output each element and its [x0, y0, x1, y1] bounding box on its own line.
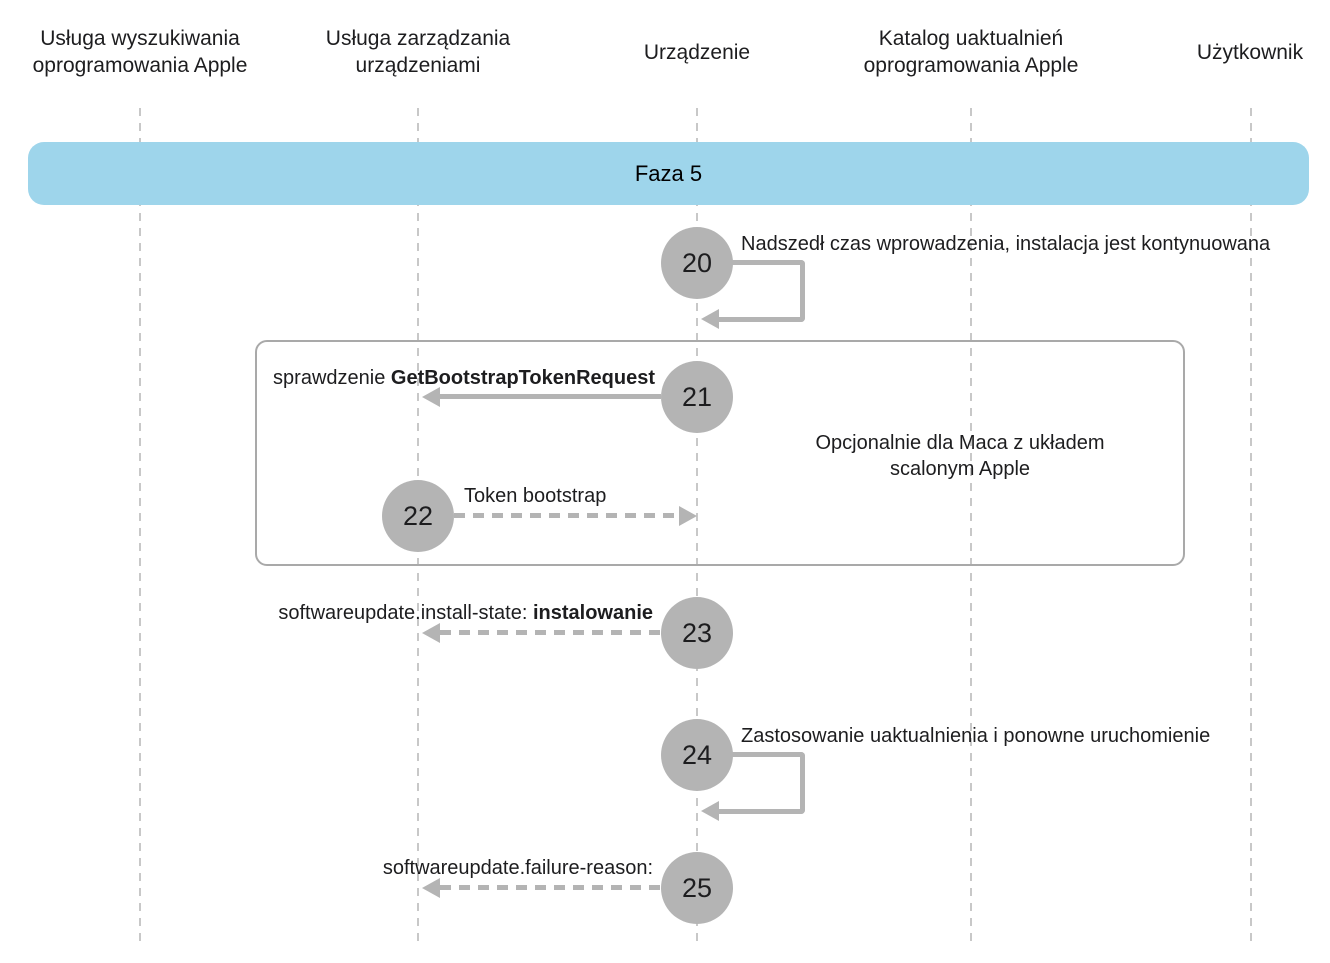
step-23-message-label: softwareupdate.install-state: instalowan…	[278, 602, 653, 625]
optional-fragment-note: Opcjonalnie dla Maca z układem scalonym …	[815, 432, 1105, 480]
step-21-message-code: GetBootstrapTokenRequest	[390, 367, 655, 389]
step-22-circle: 22	[382, 480, 454, 552]
lifeline-apple-software-update-catalog	[970, 108, 972, 948]
step-21-circle: 21	[661, 361, 733, 433]
lifeline-header-apple-software-lookup-service: Usługa wyszukiwania oprogramowania Apple	[32, 27, 248, 77]
step-20-circle: 20	[661, 227, 733, 299]
step-23-arrow-line	[440, 630, 661, 635]
step-21-arrow-line	[440, 394, 661, 399]
step-22-arrow-line	[454, 513, 679, 518]
step-20-self-loop-arrow	[718, 260, 805, 322]
step-23-message-text: softwareupdate.install-state:	[278, 602, 533, 624]
lifeline-header-device-management-service: Usługa zarządzania urządzeniami	[325, 27, 511, 77]
lifeline-header-apple-software-update-catalog: Katalog uaktualnień oprogramowania Apple	[863, 27, 1079, 77]
lifeline-user	[1250, 108, 1252, 948]
step-21-number: 21	[681, 381, 713, 412]
lifeline-device	[696, 108, 698, 948]
step-23-number: 23	[681, 617, 713, 648]
step-24-number: 24	[681, 739, 713, 770]
optional-fragment-box	[255, 340, 1185, 566]
step-24-self-loop-arrow	[718, 752, 805, 814]
step-25-arrowhead-icon	[422, 878, 440, 898]
step-23-arrowhead-icon	[422, 623, 440, 643]
step-22-message-label: Token bootstrap	[464, 485, 607, 507]
step-25-circle: 25	[661, 852, 733, 924]
phase-banner: Faza 5	[28, 142, 1309, 205]
step-21-message-text: sprawdzenie	[273, 367, 391, 389]
step-24-arrowhead-icon	[701, 801, 719, 821]
phase-banner-label: Faza 5	[634, 160, 703, 186]
lifeline-apple-software-lookup-service	[139, 108, 141, 948]
lifeline-header-device: Urządzenie	[643, 40, 751, 64]
step-25-message-label: softwareupdate.failure-reason:	[382, 857, 653, 879]
step-23-message-code: instalowanie	[532, 602, 653, 624]
step-22-arrowhead-icon	[679, 506, 697, 526]
step-20-message-label: Nadszedł czas wprowadzenia, instalacja j…	[741, 233, 1271, 255]
step-21-message-label: sprawdzenie GetBootstrapTokenRequest	[273, 367, 655, 390]
step-22-number: 22	[402, 500, 434, 531]
step-24-circle: 24	[661, 719, 733, 791]
step-20-number: 20	[681, 247, 713, 278]
step-24-message-label: Zastosowanie uaktualnienia i ponowne uru…	[741, 725, 1211, 747]
step-21-arrowhead-icon	[422, 387, 440, 407]
step-23-circle: 23	[661, 597, 733, 669]
step-25-number: 25	[681, 872, 713, 903]
lifeline-header-user: Użytkownik	[1196, 40, 1304, 64]
step-25-arrow-line	[440, 885, 661, 890]
step-20-arrowhead-icon	[701, 309, 719, 329]
